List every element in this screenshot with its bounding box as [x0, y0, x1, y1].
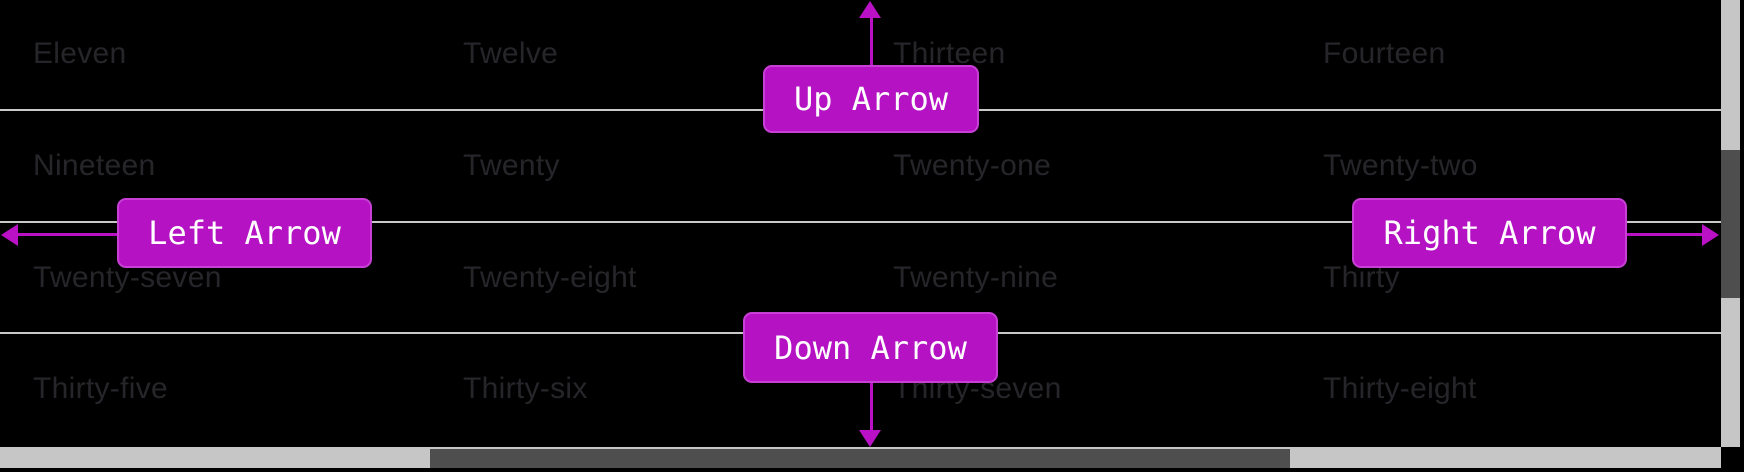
- grid-cell: Fourteen: [1323, 37, 1446, 70]
- grid-cell: Twelve: [463, 37, 559, 70]
- grid-cell: Thirteen: [893, 37, 1006, 70]
- down-arrow-icon: [859, 430, 881, 447]
- left-arrow-icon: [1, 224, 18, 246]
- right-arrow-label: Right Arrow: [1352, 198, 1627, 268]
- row-separator: [0, 221, 1721, 223]
- up-arrow-label: Up Arrow: [763, 65, 979, 133]
- down-arrow-shaft: [870, 383, 873, 432]
- grid-cell: Thirty-eight: [1323, 372, 1477, 405]
- right-arrow-label-text: Right Arrow: [1383, 214, 1596, 252]
- horizontal-scrollbar-thumb[interactable]: [430, 449, 1290, 468]
- grid-cell: Twenty-two: [1323, 149, 1478, 182]
- grid-cell: Eleven: [33, 37, 127, 70]
- vertical-scrollbar-thumb[interactable]: [1721, 150, 1740, 298]
- right-arrow-icon: [1702, 224, 1719, 246]
- horizontal-scrollbar-track[interactable]: [0, 447, 1721, 468]
- left-arrow-shaft: [15, 233, 117, 236]
- right-arrow-shaft: [1627, 233, 1703, 236]
- grid-cell: Nineteen: [33, 149, 156, 182]
- left-arrow-label-text: Left Arrow: [148, 214, 341, 252]
- grid-cell: Twenty-eight: [463, 261, 637, 294]
- vertical-scrollbar-track[interactable]: [1721, 0, 1740, 447]
- up-arrow-icon: [859, 1, 881, 18]
- up-arrow-label-text: Up Arrow: [793, 80, 949, 118]
- down-arrow-label: Down Arrow: [743, 312, 998, 383]
- grid-cell: Twenty-one: [893, 149, 1052, 182]
- left-arrow-label: Left Arrow: [117, 198, 372, 268]
- grid-cell: Thirty-six: [463, 372, 588, 405]
- down-arrow-label-text: Down Arrow: [774, 328, 967, 367]
- grid-cell: Twenty-nine: [893, 261, 1059, 294]
- grid-cell: Thirty-five: [33, 372, 168, 405]
- grid-cell: Twenty: [463, 149, 560, 182]
- up-arrow-shaft: [870, 16, 873, 65]
